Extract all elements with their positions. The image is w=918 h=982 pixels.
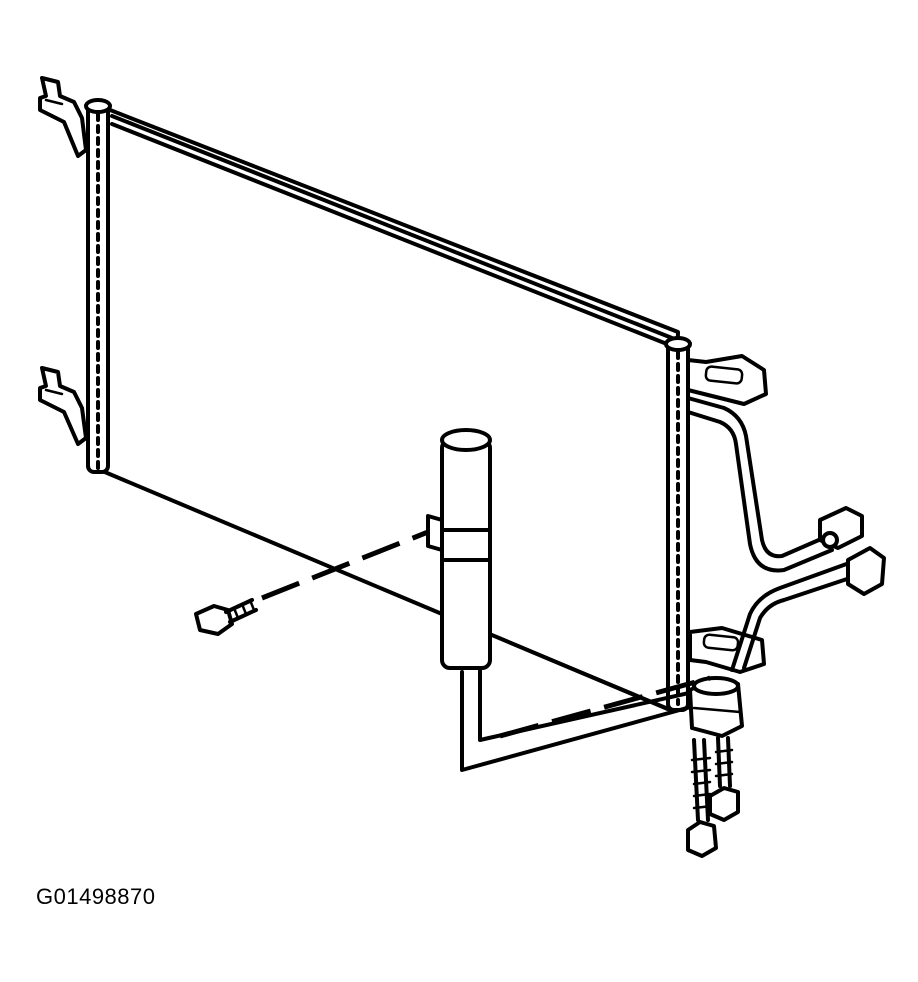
fitting-bolt-2 (708, 736, 740, 822)
upper-right-bracket (686, 354, 768, 406)
lower-left-bracket (38, 366, 88, 446)
figure-id-label: G01498870 (36, 884, 156, 909)
right-end-tank (664, 336, 692, 712)
outlet-line (460, 546, 886, 772)
receiver-dehydrator (426, 428, 492, 670)
condenser-core (98, 106, 680, 712)
dehydrator-mounting-bolt (194, 598, 258, 636)
alignment-lines (261, 529, 711, 739)
left-end-tank (84, 98, 112, 474)
fitting-bolt-1 (686, 738, 718, 858)
upper-left-bracket (38, 76, 88, 158)
line-block-fitting (688, 676, 744, 738)
inlet-line (686, 396, 864, 573)
